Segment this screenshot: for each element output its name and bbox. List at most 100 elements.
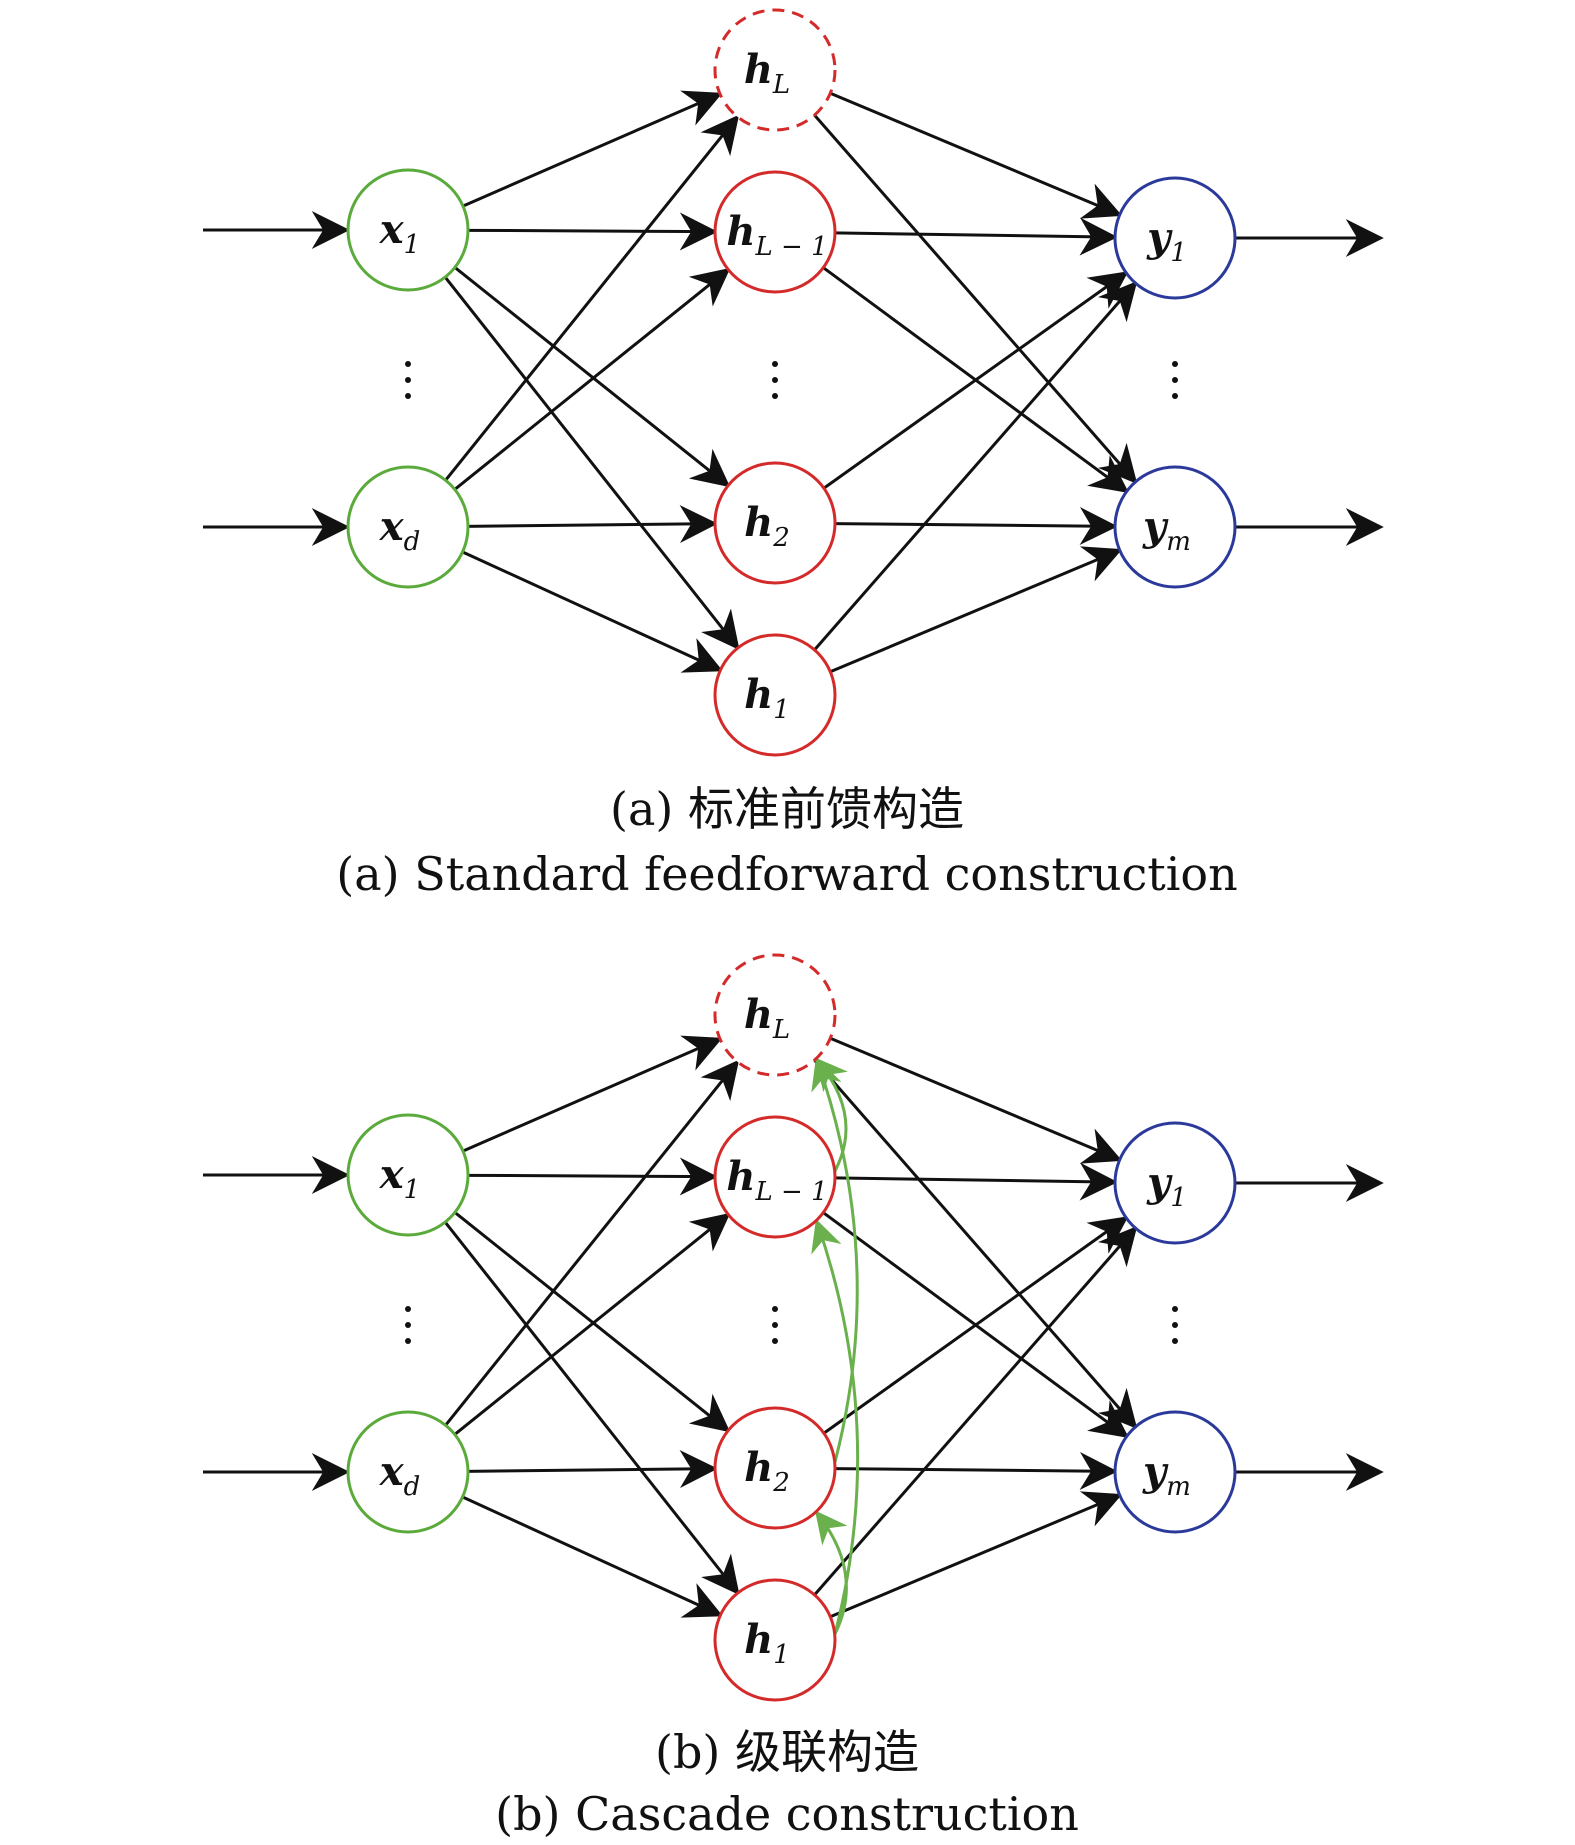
panel-b-node-ym-circle (1113, 1410, 1237, 1534)
panel-b-node-xd-circle (346, 1410, 470, 1534)
panel-b-edge-xd-hL1 (452, 1212, 731, 1437)
panel-a-vdot (1172, 377, 1178, 383)
panel-a-vdot (772, 361, 778, 367)
panel-a-edge-hL-y1 (827, 91, 1123, 219)
panel-b-edge-hL1-y1 (832, 1162, 1118, 1201)
panel-b-vdot (772, 1338, 778, 1344)
panel-a-vdots-0 (405, 361, 411, 399)
panel-b-node-h2-circle (713, 1406, 837, 1530)
panel-b-node-h1-circle (713, 1578, 837, 1702)
panel-a-edge-x1-h2 (452, 265, 731, 488)
panel-a-vdot (772, 393, 778, 399)
panel-a-node-h1-label: h1 (744, 671, 790, 725)
panel-b-node-x1: x1 (346, 1113, 470, 1237)
panel-a-edge-h1-y1 (812, 281, 1138, 653)
panel-a-node-h2: h2 (713, 461, 837, 585)
panel-b-edge-h2-y1 (821, 1216, 1129, 1436)
panel-a-edge-hL1-ym (820, 265, 1129, 494)
panel-a-edge-h2-ym (832, 507, 1118, 546)
panel-a-node-ym: ym (1113, 465, 1237, 589)
panel-a-edge-hL1-y1 (832, 217, 1118, 256)
panel-a-node-hL-label: hL (744, 46, 790, 100)
panel-a-node-xd: xd (346, 465, 470, 589)
panel-a-vdot (405, 393, 411, 399)
panel-a-node-y1-label: y1 (1146, 214, 1187, 268)
panel-b-node-hL: hL (713, 953, 837, 1077)
panel-a-node-y1-circle (1113, 176, 1237, 300)
panel-a-node-xd-circle (346, 465, 470, 589)
panel-b-node-h1: h1 (713, 1578, 837, 1702)
panel-b-node-hL1-circle (713, 1115, 837, 1239)
panel-a-caption-cn: (a) 标准前馈构造 (610, 782, 964, 836)
panel-b-edge-h1-y1 (812, 1226, 1138, 1598)
panel-a-node-x1-circle (346, 168, 470, 292)
panel-b-caption-cn: (b) 级联构造 (655, 1725, 919, 1779)
panel-a-node-h1: h1 (713, 633, 837, 757)
panel-b-cascade-link-h2-hL (811, 1056, 859, 1463)
panel-a-node-hL1-label: hL − 1 (726, 208, 827, 262)
panel-b-edge-x1-hL (460, 1035, 723, 1154)
panel-a-edge-hL-ym (812, 112, 1138, 484)
panel-a-edge-x1-hL1 (465, 212, 718, 251)
panel-a-standard-feedforward: x1 xd hL hL − 1 h2 h1 y1 ym (203, 8, 1384, 757)
panel-b-vdot (1172, 1306, 1178, 1312)
panel-a-edge-xd-h2 (465, 505, 718, 544)
panel-b-cascade-link-hL1-hL (814, 1057, 848, 1172)
panel-a-node-xd-label: xd (379, 503, 421, 557)
panel-b-edge-h2-ym (832, 1452, 1118, 1491)
panel-b-edge-hL-y1 (827, 1036, 1123, 1164)
panel-b-vdot (405, 1306, 411, 1312)
panel-b-vdot (772, 1306, 778, 1312)
panel-a-node-h2-label: h2 (744, 499, 790, 553)
panel-b-node-h2: h2 (713, 1406, 837, 1530)
panel-b-vdot (772, 1322, 778, 1328)
panel-b-node-y1-circle (1113, 1121, 1237, 1245)
panel-b-edge-xd-hL (443, 1059, 740, 1428)
panel-b-vdot (405, 1338, 411, 1344)
panel-a-vdot (772, 377, 778, 383)
panel-a-node-ym-label: ym (1142, 503, 1191, 557)
panel-b-edge-h1-ym (827, 1491, 1123, 1619)
panel-a-node-hL-circle (713, 8, 837, 132)
panel-b-vdot (405, 1322, 411, 1328)
panel-a-edge-x1-h1 (442, 274, 740, 651)
panel-a-edge-h1-ym (827, 546, 1123, 674)
panel-a-vdot (1172, 361, 1178, 367)
panel-b-node-xd: xd (346, 1410, 470, 1534)
panel-a-edges (203, 90, 1384, 674)
panel-b-edges (203, 1035, 1384, 1619)
panel-a-vdots-2 (1172, 361, 1178, 399)
panel-a-vdot (1172, 393, 1178, 399)
panel-a-caption-en: (a) Standard feedforward construction (336, 847, 1237, 901)
panel-a-node-hL1-circle (713, 170, 837, 294)
panel-b-node-hL1: hL − 1 (713, 1115, 837, 1239)
panel-a-node-hL1: hL − 1 (713, 170, 837, 294)
panel-b-node-ym: ym (1113, 1410, 1237, 1534)
panel-b-cascade-link-h1-hL1 (811, 1218, 860, 1635)
panel-b-node-hL-circle (713, 953, 837, 1077)
panel-b-edge-xd-h1 (460, 1494, 723, 1618)
panel-a-edge-h2-y1 (821, 271, 1129, 491)
panel-a-edge-x1-hL (460, 90, 723, 209)
panel-a-vdot (405, 377, 411, 383)
panel-b-edge-x1-h2 (452, 1210, 731, 1433)
panel-b-edge-x1-hL1 (465, 1157, 718, 1196)
panel-b-node-ym-label: ym (1142, 1448, 1191, 1502)
panel-a-edge-xd-hL1 (452, 267, 731, 492)
panel-a-node-x1: x1 (346, 168, 470, 292)
panel-b-edge-x1-h1 (442, 1219, 740, 1596)
panel-a-edge-xd-h1 (460, 549, 723, 673)
panel-b-cascade-links (811, 1056, 860, 1635)
panel-b-node-hL1-label: hL − 1 (726, 1153, 827, 1207)
panel-b-vdots-0 (405, 1306, 411, 1344)
panel-a-node-hL: hL (713, 8, 837, 132)
panel-a-node-h1-circle (713, 633, 837, 757)
panel-b-node-x1-circle (346, 1113, 470, 1237)
panel-b-node-h2-label: h2 (744, 1444, 790, 1498)
panel-b-caption-en: (b) Cascade construction (495, 1787, 1079, 1841)
panel-b-node-xd-label: xd (379, 1448, 421, 1502)
panel-b-cascade-link-h1-h2 (815, 1510, 848, 1635)
panel-b-edge-xd-h2 (465, 1450, 718, 1489)
